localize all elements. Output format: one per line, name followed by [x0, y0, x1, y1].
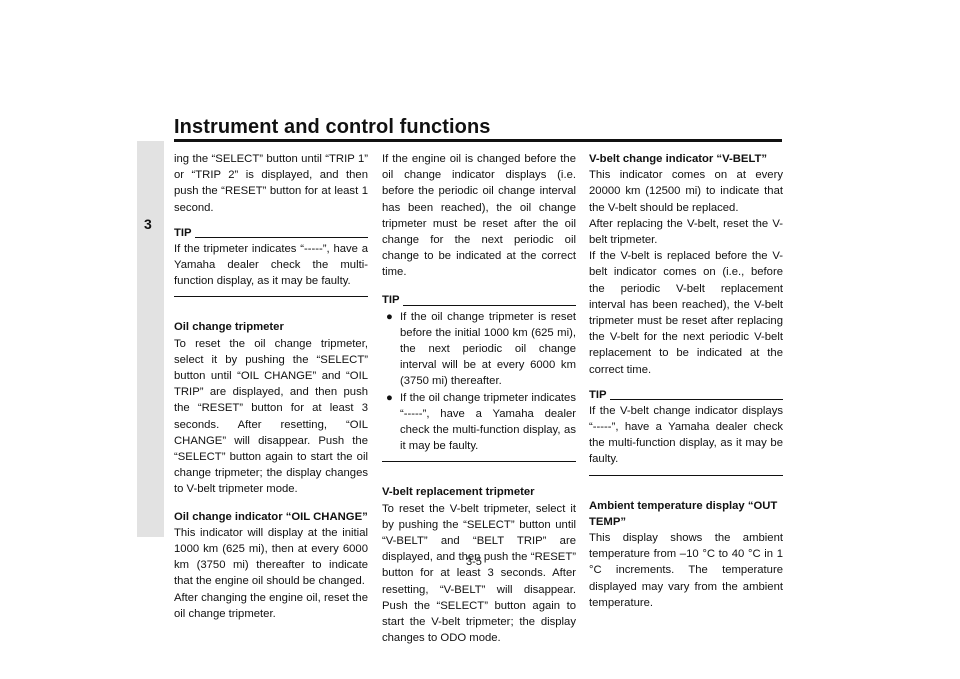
col2-tip-list: ● If the oil change tripmeter is reset b…	[382, 309, 576, 455]
bullet-icon: ●	[386, 391, 393, 404]
vbelt-tripmeter-paragraph: To reset the V-belt tripmeter, select it…	[382, 502, 576, 645]
vbelt-indicator-paragraph-3: If the V-belt is replaced before the V-b…	[589, 250, 783, 376]
ambient-temp-paragraph: This display shows the ambient temperatu…	[589, 532, 783, 609]
col1-tip-header: TIP	[174, 225, 368, 241]
ambient-temp-heading: Ambient temperature display “OUT TEMP”	[589, 499, 778, 528]
column-2: If the engine oil is changed before the …	[382, 151, 576, 646]
oil-indicator-paragraph: This indicator will display at the initi…	[174, 526, 368, 588]
col1-tip-label: TIP	[174, 226, 192, 239]
col2-tip-label: TIP	[382, 294, 400, 307]
col1-tip-text: If the tripmeter indicates “-----”, have…	[174, 242, 368, 288]
tip-end-rule	[174, 296, 368, 298]
tip-rule	[609, 398, 783, 400]
header-rule	[174, 139, 782, 142]
col3-tip-label: TIP	[589, 388, 607, 401]
list-item-text: If the oil change tripmeter indicates “-…	[400, 391, 576, 453]
chapter-number: 3	[144, 216, 152, 232]
tip-rule	[402, 304, 576, 306]
column-1: ing the “SELECT” button until “TRIP 1” o…	[174, 151, 368, 622]
vbelt-indicator-paragraph-2: After replacing the V-belt, reset the V-…	[589, 217, 783, 247]
vbelt-indicator-heading: V-belt change indicator “V-BELT”	[589, 153, 768, 165]
oil-indicator-paragraph-2: After changing the engine oil, reset the…	[174, 591, 368, 620]
list-item: ● If the oil change tripmeter is reset b…	[382, 309, 576, 390]
vbelt-tripmeter-heading: V-belt replacement tripmeter	[382, 486, 535, 499]
column-3: V-belt change indicator “V-BELT” This in…	[589, 151, 783, 611]
list-item: ● If the oil change tripmeter indicates …	[382, 390, 576, 455]
chapter-tab	[137, 141, 164, 537]
col3-tip-header: TIP	[589, 387, 783, 403]
bullet-icon: ●	[386, 310, 393, 323]
list-item-text: If the oil change tripmeter is reset bef…	[400, 310, 576, 388]
page-number: 3-5	[466, 556, 482, 568]
oil-indicator-heading: Oil change indicator “OIL CHANGE”	[174, 510, 368, 523]
oil-tripmeter-paragraph: To reset the oil change tripmeter, selec…	[174, 337, 368, 496]
col2-tip-header: TIP	[382, 293, 576, 309]
tip-end-rule	[382, 461, 576, 463]
col3-tip-text: If the V-belt change indicator displays …	[589, 404, 783, 466]
page-title: Instrument and control functions	[174, 116, 491, 138]
col1-intro-paragraph: ing the “SELECT” button until “TRIP 1” o…	[174, 153, 368, 214]
vbelt-indicator-paragraph: This indicator comes on at every 20000 k…	[589, 169, 783, 214]
oil-tripmeter-heading: Oil change tripmeter	[174, 321, 284, 334]
tip-rule	[194, 236, 368, 238]
col2-intro-paragraph: If the engine oil is changed before the …	[382, 153, 576, 279]
tip-end-rule	[589, 474, 783, 476]
